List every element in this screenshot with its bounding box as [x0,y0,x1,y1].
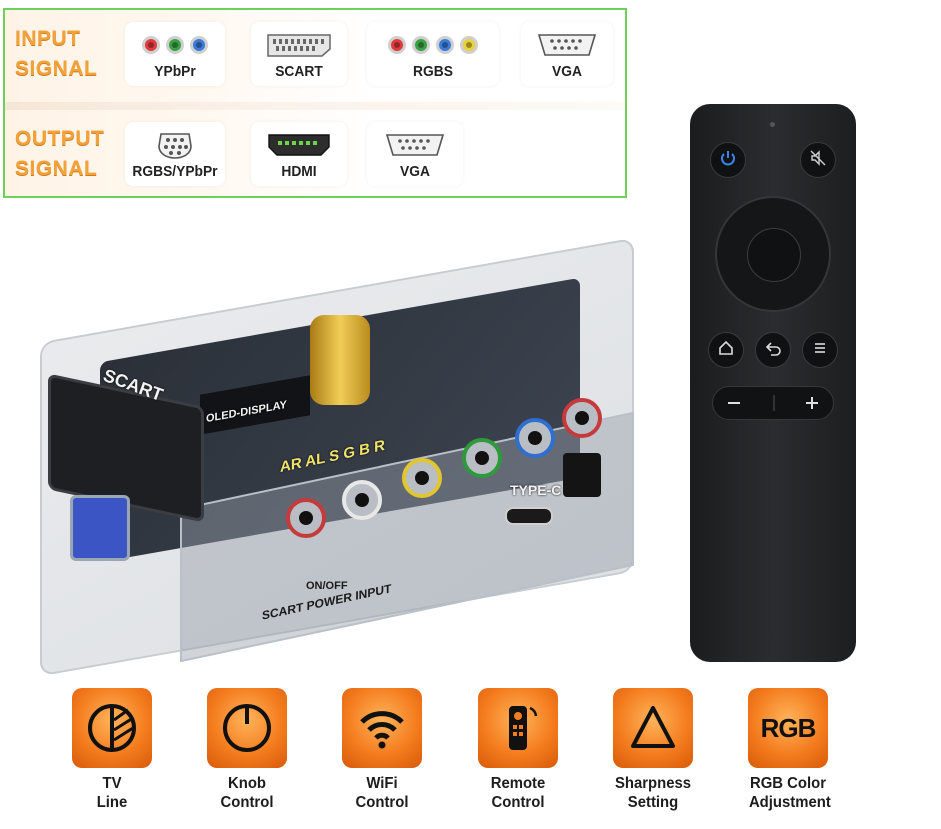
rca-port-r [562,398,602,438]
feature-sharpness-setting: Sharpness Setting [611,688,695,812]
ir-led [770,122,775,127]
volume-divider [773,395,775,411]
output-signal-row: OUTPUT SIGNAL RGBS/YPbPr [5,116,625,192]
output-signal-title: OUTPUT SIGNAL [15,127,105,180]
rca-port-al [342,480,382,520]
minus-icon[interactable] [725,394,743,417]
upscaler-device: OLED-DISPLAY SCART AR AL S G B R TYPE-C … [10,210,650,677]
mute-icon [809,149,827,172]
power-icon [719,149,737,172]
usb-c-port [505,507,553,525]
feature-wifi-control: WiFi Control [340,688,424,812]
input-chip-vga: VGA [521,22,613,86]
back-icon [765,340,781,361]
feature-rgb-color-adjustment: RGB RGB Color Adjustment [746,688,831,812]
output-chip-hdmi: HDMI [251,122,347,186]
vga-port [70,495,130,561]
chip-label: HDMI [281,163,317,180]
input-chip-ypbpr: YPbPr [125,22,225,86]
input-signal-title: INPUT SIGNAL [15,27,98,80]
rgb-badge-text: RGB [760,712,817,743]
output-chip-vga: VGA [367,122,463,186]
chip-label: VGA [400,163,430,180]
rgb-icon: RGB [748,688,828,768]
remote-control [690,104,856,662]
rca-quad-icon [367,28,499,62]
wifi-icon [342,688,422,768]
rca-port-b [515,418,555,458]
din-connector-icon [125,128,225,162]
home-button[interactable] [708,332,744,368]
mute-button[interactable] [800,142,836,178]
feature-tv-line: TV Line [70,688,154,812]
chip-label: YPbPr [154,63,196,80]
chip-label: SCART [275,63,323,80]
feature-remote-control: Remote Control [476,688,560,812]
chip-label: RGBS [413,63,453,80]
on-off-label: ON/OFF [306,580,348,592]
back-button[interactable] [755,332,791,368]
chip-label: RGBS/YPbPr [132,163,218,180]
rca-trio-icon [125,28,225,62]
chip-label: VGA [552,63,582,80]
tv-line-icon [72,688,152,768]
dc-power-jack [563,453,601,497]
vga-connector-icon [521,28,613,62]
sharpness-icon [613,688,693,768]
input-chip-scart: SCART [251,22,347,86]
type-c-label: TYPE-C [510,482,562,498]
signal-divider [5,102,625,110]
input-chip-rgbs: RGBS [367,22,499,86]
rca-port-ar [286,498,326,538]
hdmi-connector-icon [251,128,347,162]
vga-connector-icon [367,128,463,162]
knob-icon [207,688,287,768]
dpad-ring[interactable] [715,196,831,312]
menu-button[interactable] [802,332,838,368]
menu-icon [812,340,828,361]
home-icon [718,340,734,361]
scart-connector-icon [251,28,347,62]
plus-icon[interactable] [803,394,821,417]
feature-knob-control: Knob Control [205,688,289,812]
gold-knob [310,315,370,405]
ok-button[interactable] [747,228,801,282]
volume-rocker [712,386,834,420]
signal-panel: INPUT SIGNAL YPbPr [3,8,627,198]
rca-port-s [402,458,442,498]
power-button[interactable] [710,142,746,178]
output-chip-rgbs-ypbpr: RGBS/YPbPr [125,122,225,186]
rca-port-g [462,438,502,478]
input-signal-row: INPUT SIGNAL YPbPr [5,16,625,92]
remote-icon [478,688,558,768]
